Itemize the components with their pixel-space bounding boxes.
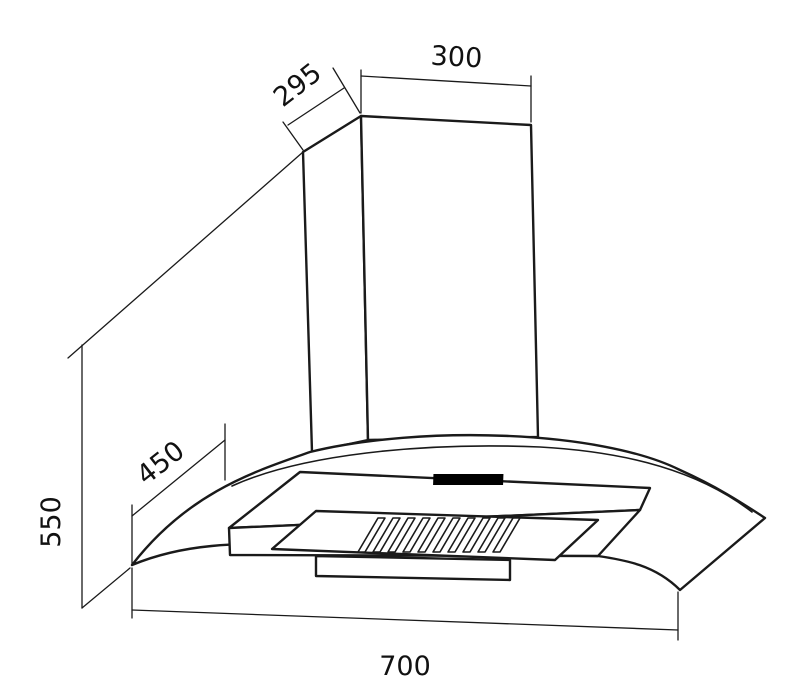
grille-slat — [357, 517, 386, 553]
dim-label-chimney-width: 300 — [430, 41, 483, 75]
chimney-front-face — [359, 114, 540, 442]
glass-inner-edge — [231, 445, 753, 513]
dim-label-total-height: 550 — [36, 496, 67, 548]
chimney-side-face — [301, 114, 370, 454]
grille-slat — [402, 517, 431, 553]
grille-slat — [492, 517, 521, 553]
grille-slat — [387, 517, 416, 553]
dim-label-hood-depth: 450 — [131, 435, 191, 491]
hood-body — [227, 470, 652, 582]
dimension-lines — [67, 67, 679, 641]
control-display — [433, 474, 504, 485]
chimney — [301, 114, 540, 454]
grille-slat — [477, 517, 506, 553]
grille-slat — [432, 517, 461, 553]
filter-grille — [357, 517, 521, 553]
grille-slat — [417, 517, 446, 553]
bottom-trim — [314, 554, 512, 582]
dim-label-hood-width: 700 — [379, 651, 431, 682]
grille-slat — [372, 517, 401, 553]
grille-slat — [462, 517, 491, 553]
grille-slat — [447, 517, 476, 553]
